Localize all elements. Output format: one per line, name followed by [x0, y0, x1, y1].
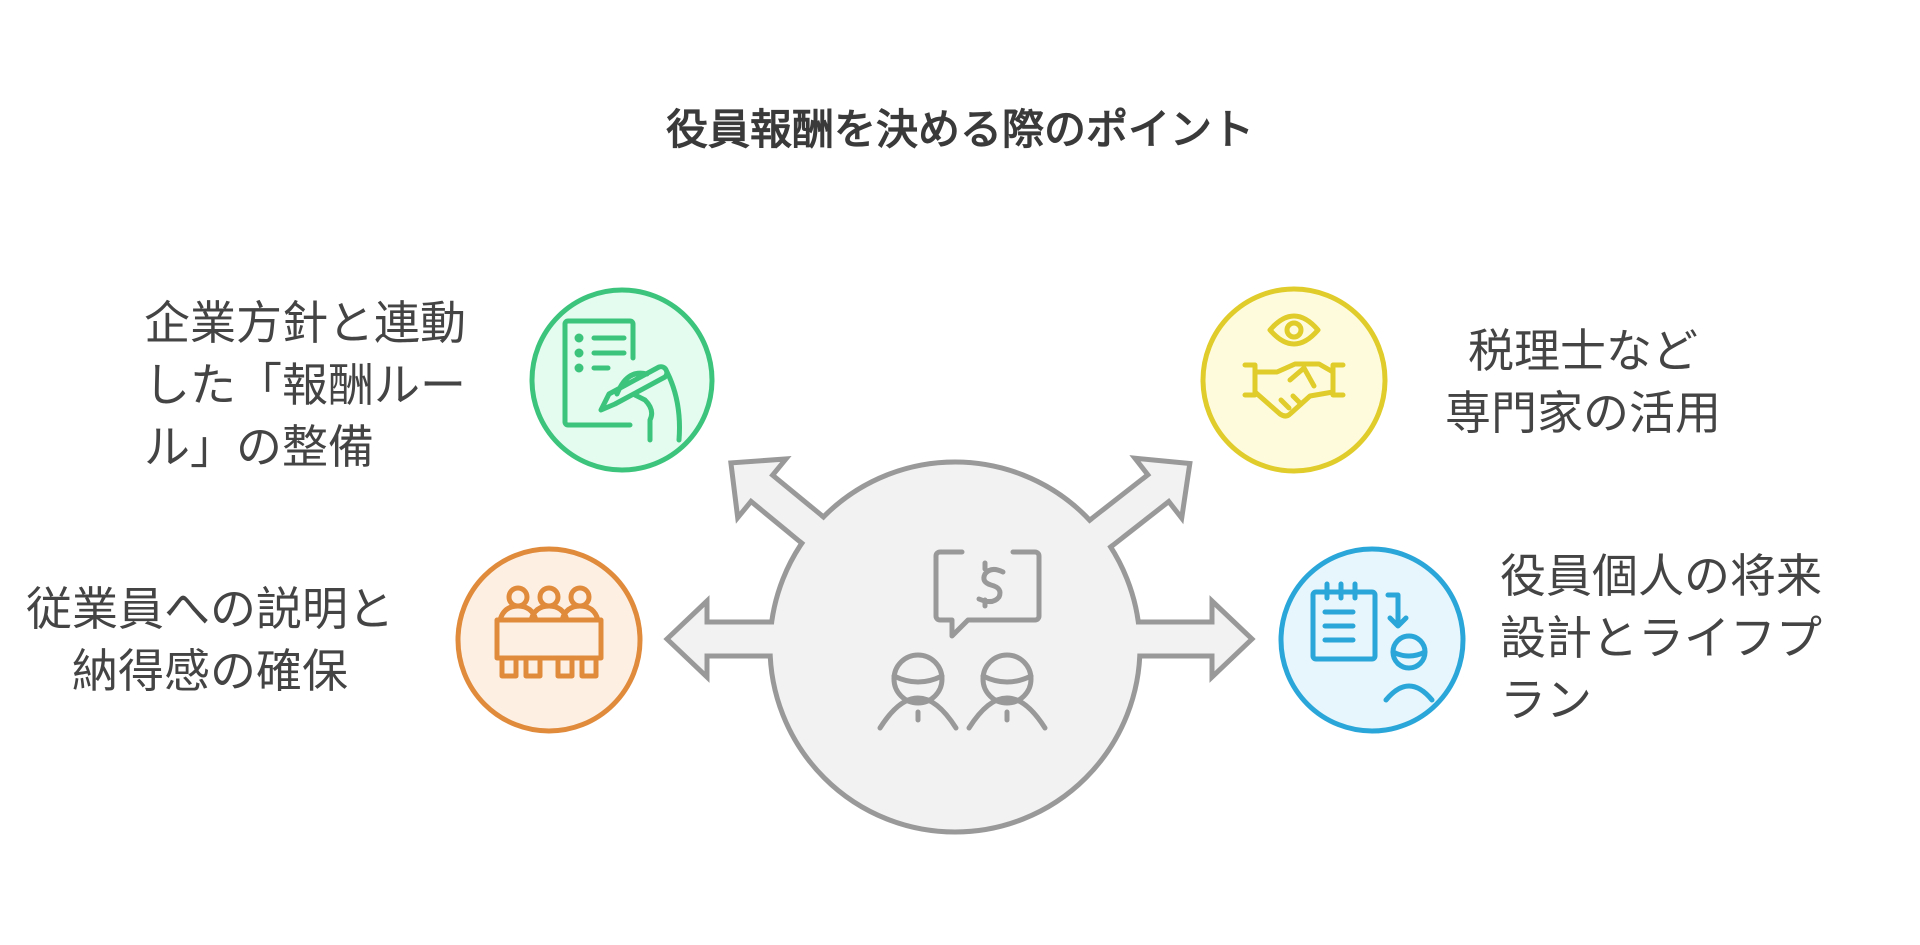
handshake-eye-icon [1242, 313, 1346, 419]
label-line: 税理士など [1468, 324, 1698, 378]
label-line: 納得感の確保 [72, 644, 348, 698]
label-line: した「報酬ルー [144, 358, 466, 412]
label-line: 専門家の活用 [1445, 386, 1721, 440]
point-experts-circle [1200, 286, 1388, 474]
point-rules-label: 企業方針と連動 した「報酬ルー ル」の整備 [144, 292, 466, 478]
label-line: 企業方針と連動 [144, 296, 466, 350]
executives-discussing-money-icon [877, 549, 1048, 731]
label-line: ル」の整備 [144, 420, 374, 474]
point-lifeplan-label: 役員個人の将来 設計とライフプ ラン [1500, 545, 1822, 731]
point-experts-label: 税理士など 専門家の活用 [1433, 320, 1733, 444]
page-title: 役員報酬を決める際のポイント [665, 105, 1254, 154]
label-line: 従業員への説明と [26, 582, 394, 636]
document-signing-icon [562, 318, 682, 443]
calendar-person-icon [1310, 581, 1435, 703]
point-lifeplan-circle [1278, 546, 1466, 734]
label-line: ラン [1500, 673, 1592, 727]
point-rules-circle [529, 287, 715, 473]
label-line: 設計とライフプ [1500, 611, 1822, 665]
point-employees-label: 従業員への説明と 納得感の確保 [0, 578, 420, 702]
label-line: 役員個人の将来 [1500, 549, 1822, 603]
group-meeting-icon [494, 585, 604, 679]
point-employees-circle [455, 546, 643, 734]
